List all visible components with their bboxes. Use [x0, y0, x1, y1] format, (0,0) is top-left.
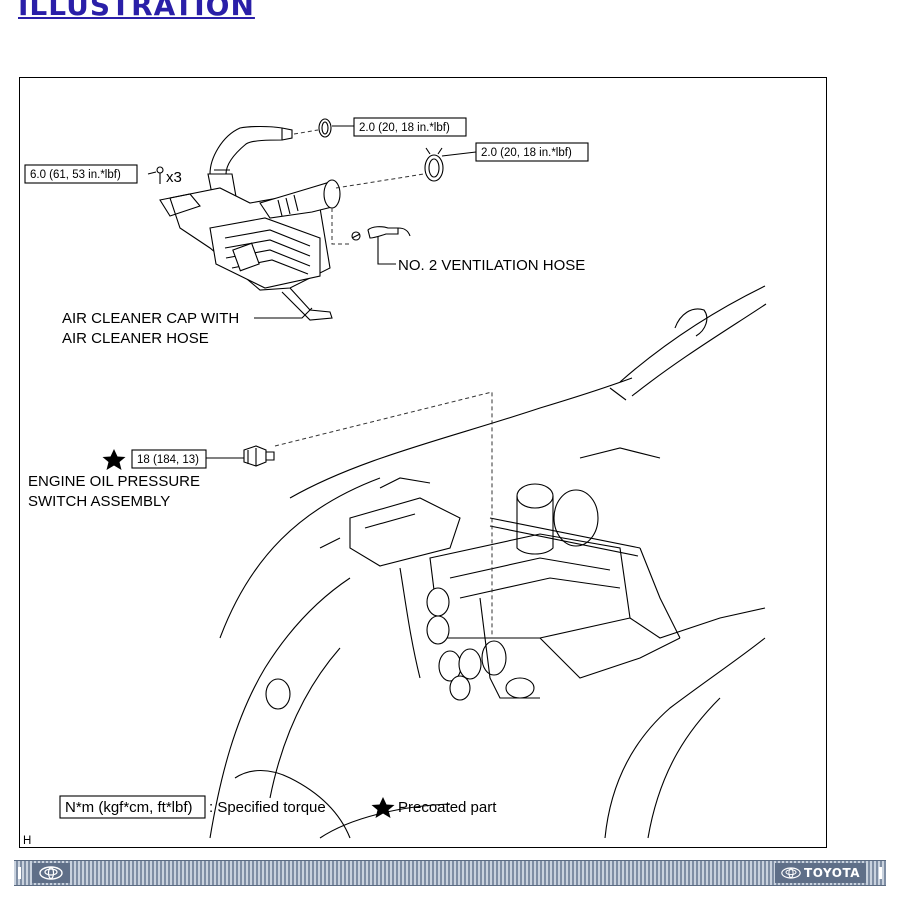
footer-brand-text: TOYOTA	[804, 866, 860, 880]
torque-value-lower-clamp: 2.0 (20, 18 in.*lbf)	[481, 147, 572, 159]
footer-cap-left	[18, 867, 21, 879]
torque-label-bolt: 6.0 (61, 53 in.*lbf) x3	[24, 164, 182, 186]
label-ventilation-hose: NO. 2 VENTILATION HOSE	[398, 257, 585, 274]
label-air-cleaner-line2: AIR CLEANER HOSE	[62, 330, 209, 347]
vehicle-outline	[209, 285, 767, 839]
torque-value-switch: 18 (184, 13)	[137, 454, 199, 466]
page-heading[interactable]: ILLUSTRATION	[18, 0, 255, 22]
legend-star-icon	[371, 797, 395, 818]
leader-clip	[331, 208, 350, 245]
illustration-frame: 2.0 (20, 18 in.*lbf) 2.0 (20, 18 in.*lbf…	[19, 77, 827, 848]
torque-label-upper-clamp: 2.0 (20, 18 in.*lbf)	[353, 117, 467, 137]
air-cleaner-assembly	[156, 118, 444, 321]
footer-brand[interactable]: TOYOTA	[775, 863, 866, 883]
label-air-cleaner-line1: AIR CLEANER CAP WITH	[62, 310, 239, 327]
legend-torque-text: : Specified torque	[209, 799, 326, 816]
torque-value-upper-clamp: 2.0 (20, 18 in.*lbf)	[359, 122, 450, 134]
leader-air-cleaner	[254, 307, 313, 319]
leader-lower-clamp	[335, 173, 425, 189]
torque-label-switch: 18 (184, 13)	[131, 449, 207, 469]
torque-label-lower-clamp: 2.0 (20, 18 in.*lbf)	[475, 142, 589, 162]
label-oil-switch-line1: ENGINE OIL PRESSURE	[28, 473, 200, 490]
precoated-star-icon	[102, 449, 126, 470]
footer-cap-right	[879, 867, 882, 879]
legend: N*m (kgf*cm, ft*lbf) : Specified torque …	[59, 795, 497, 819]
footer-bar: TOYOTA	[14, 860, 886, 886]
parts-diagram: 2.0 (20, 18 in.*lbf) 2.0 (20, 18 in.*lbf…	[23, 117, 767, 847]
oil-pressure-switch	[243, 445, 275, 467]
legend-torque-box	[59, 795, 206, 819]
leader-oil-switch	[274, 391, 493, 638]
toyota-emblem-icon[interactable]	[32, 863, 70, 883]
leader-vent-hose	[377, 236, 396, 265]
bolt-count: x3	[166, 169, 182, 186]
label-oil-switch-line2: SWITCH ASSEMBLY	[28, 493, 170, 510]
torque-value-bolt: 6.0 (61, 53 in.*lbf)	[30, 169, 121, 181]
legend-torque-units: N*m (kgf*cm, ft*lbf)	[65, 799, 193, 816]
leader-lower-label	[441, 151, 477, 157]
leader-upper-clamp	[293, 129, 319, 135]
toyota-emblem-right-icon	[781, 867, 801, 879]
figure-code: H	[23, 835, 31, 847]
toyota-emblem-left-icon	[39, 866, 63, 880]
leader-bolt	[147, 171, 157, 175]
legend-precoated-text: Precoated part	[398, 799, 497, 816]
